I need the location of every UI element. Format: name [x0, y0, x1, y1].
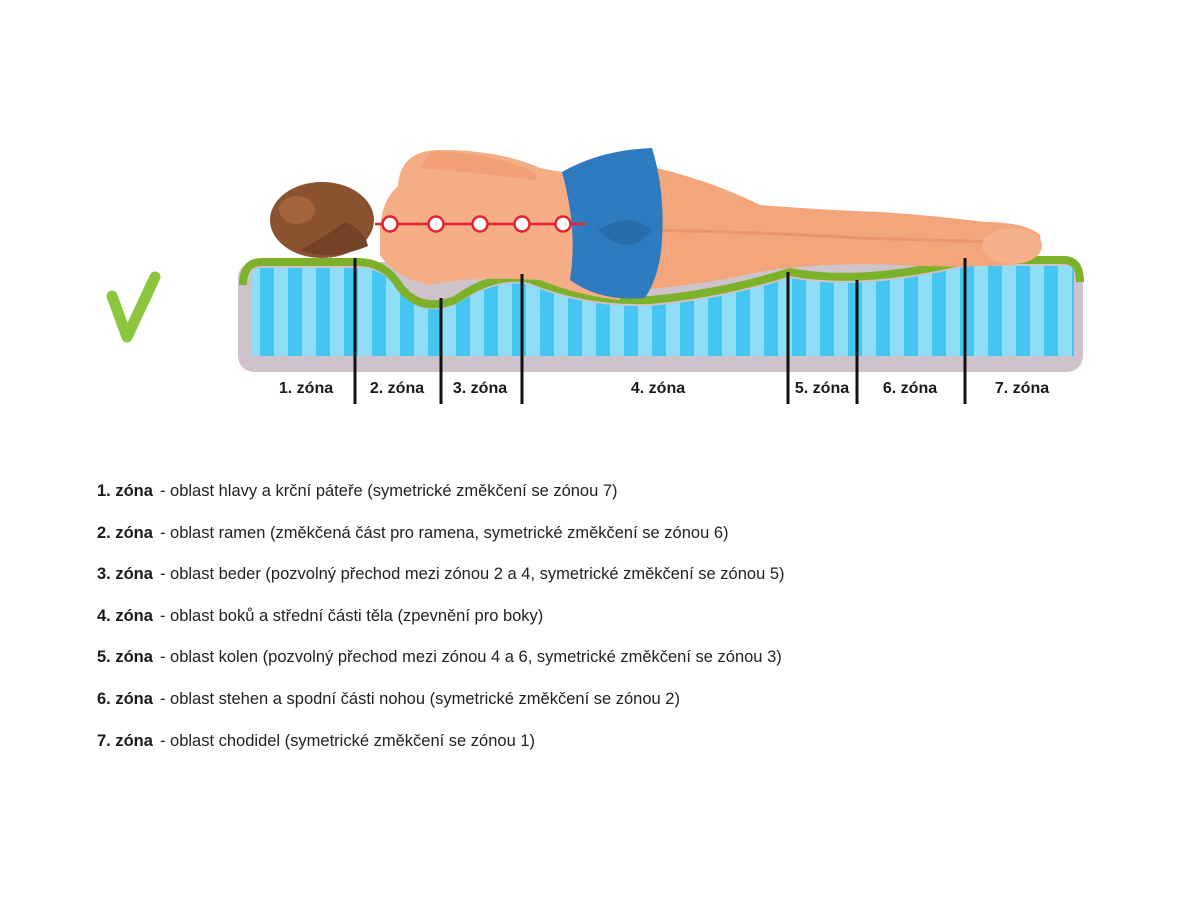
zone-label-4: 4. zóna: [631, 380, 685, 398]
foam-stripe: [1030, 250, 1044, 360]
foam-stripe: [974, 250, 988, 360]
vertebra: [473, 217, 488, 232]
legend-zone-name: 3. zóna: [97, 565, 153, 584]
zone-legend: 1. zóna - oblast hlavy a krční páteře (sy…: [97, 482, 785, 773]
legend-item: 6. zóna - oblast stehen a spodní části no…: [97, 690, 785, 732]
legend-zone-name: 6. zóna: [97, 690, 153, 709]
vertebra: [556, 217, 571, 232]
legend-item: 3. zóna - oblast beder (pozvolný přechod …: [97, 565, 785, 607]
check-icon: [112, 277, 155, 337]
zone-label-7: 7. zóna: [995, 380, 1049, 398]
vertebra: [429, 217, 444, 232]
zone-label-2: 2. zóna: [370, 380, 424, 398]
legend-zone-name: 4. zóna: [97, 607, 153, 626]
legend-item: 2. zóna - oblast ramen (změkčená část pro…: [97, 524, 785, 566]
legend-zone-description: - oblast chodidel (symetrické změkčení s…: [160, 732, 535, 751]
vertebra: [515, 217, 530, 232]
legend-item: 1. zóna - oblast hlavy a krční páteře (sy…: [97, 482, 785, 524]
legend-zone-name: 1. zóna: [97, 482, 153, 501]
legend-zone-description: - oblast beder (pozvolný přechod mezi zó…: [160, 565, 785, 584]
legend-zone-description: - oblast boků a střední části těla (zpev…: [160, 607, 543, 626]
zone-label-3: 3. zóna: [453, 380, 507, 398]
legend-zone-description: - oblast ramen (změkčená část pro ramena…: [160, 524, 729, 543]
vertebra: [383, 217, 398, 232]
zone-label-1: 1. zóna: [279, 380, 333, 398]
zone-label-6: 6. zóna: [883, 380, 937, 398]
legend-zone-name: 2. zóna: [97, 524, 153, 543]
zone-label-5: 5. zóna: [795, 380, 849, 398]
legend-zone-description: - oblast stehen a spodní části nohou (sy…: [160, 690, 680, 709]
foam-stripe: [1002, 250, 1016, 360]
legend-item: 4. zóna - oblast boků a střední části těl…: [97, 607, 785, 649]
legend-zone-name: 7. zóna: [97, 732, 153, 751]
legend-zone-name: 5. zóna: [97, 648, 153, 667]
legend-item: 5. zóna - oblast kolen (pozvolný přechod …: [97, 648, 785, 690]
legend-item: 7. zóna - oblast chodidel (symetrické změ…: [97, 732, 785, 774]
foam-stripe: [1058, 250, 1072, 360]
legend-zone-description: - oblast kolen (pozvolný přechod mezi zó…: [160, 648, 782, 667]
legend-zone-description: - oblast hlavy a krční páteře (symetrick…: [160, 482, 618, 501]
